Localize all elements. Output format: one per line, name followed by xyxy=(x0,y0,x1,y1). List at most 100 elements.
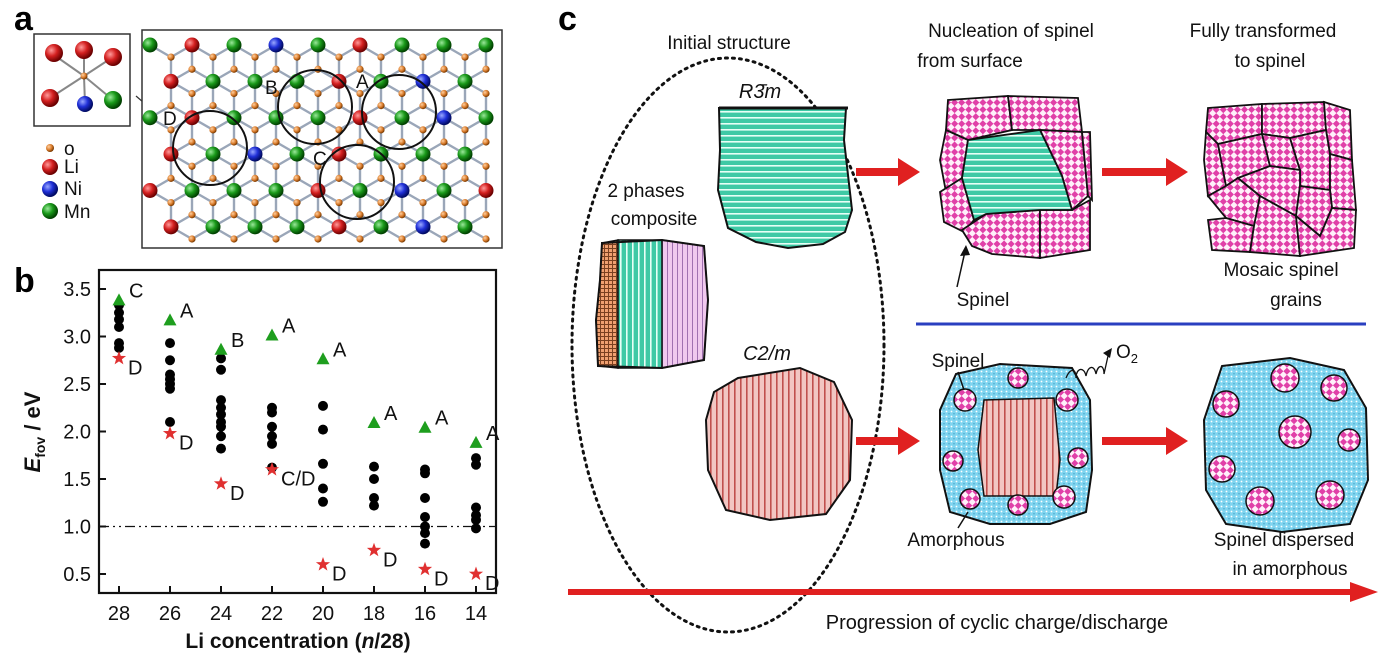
lattice-atom xyxy=(205,146,221,162)
lattice-oxygen xyxy=(167,174,175,182)
lattice-atom xyxy=(163,73,179,89)
x-tick-label: 20 xyxy=(312,603,334,625)
data-point-dot xyxy=(471,514,481,525)
lattice-atom xyxy=(289,146,305,162)
data-point-star xyxy=(111,350,127,365)
legend-mn-label: Mn xyxy=(64,202,90,223)
lattice-oxygen xyxy=(251,199,259,207)
lattice-atom xyxy=(226,182,242,198)
initial-structure-ellipse xyxy=(570,56,886,634)
data-point-dot xyxy=(114,342,124,353)
triangle-site-label: A xyxy=(486,423,500,445)
triangle-site-label: A xyxy=(282,316,296,338)
plot-frame xyxy=(97,268,498,595)
composite-label-2: composite xyxy=(611,209,698,230)
lattice-atom xyxy=(436,37,452,53)
legend-o-label: o xyxy=(64,139,75,160)
data-point-star xyxy=(468,566,484,581)
lattice-atom xyxy=(352,110,368,126)
lattice-oxygen xyxy=(335,102,343,110)
lattice-oxygen xyxy=(356,65,364,73)
data-point-triangle xyxy=(265,328,279,341)
lattice-oxygen xyxy=(440,65,448,73)
lattice-atom xyxy=(205,73,221,89)
site-circle-b xyxy=(277,69,353,145)
lattice-atom xyxy=(415,146,431,162)
arrow-nucleation xyxy=(856,158,920,186)
star-site-label: D xyxy=(332,564,346,586)
lattice-oxygen xyxy=(482,89,490,98)
lattice-oxygen xyxy=(293,126,301,134)
y-tick-label: 2.0 xyxy=(63,422,91,444)
lattice-oxygen xyxy=(398,211,406,219)
spinel-particles-dispersed xyxy=(1208,363,1361,516)
lattice-atom xyxy=(247,73,263,89)
arrow-full xyxy=(1102,158,1188,186)
spinel-particles-mid xyxy=(942,367,1089,516)
data-point-dot xyxy=(165,338,175,349)
nucleation-core xyxy=(961,129,1074,222)
data-point-dot xyxy=(420,512,430,522)
lattice-oxygen xyxy=(335,199,343,207)
lattice-oxygen xyxy=(209,126,217,134)
panel-a-label: a xyxy=(14,0,33,38)
lattice-oxygen xyxy=(188,65,196,73)
y-tick-label: 3.5 xyxy=(63,279,91,301)
progression-label: Progression of cyclic charge/discharge xyxy=(826,612,1168,634)
lattice-oxygen xyxy=(251,102,259,110)
lattice-oxygen xyxy=(356,211,364,219)
data-point-star xyxy=(315,557,331,571)
data-point-dot xyxy=(165,355,175,366)
site-label-c: C xyxy=(313,149,327,170)
panel-a: A B C D o Li Ni Mn xyxy=(33,29,503,249)
lattice-oxygen xyxy=(188,162,196,170)
composite-phase xyxy=(594,238,710,370)
star-site-label: D xyxy=(230,483,244,505)
legend-ni-label: Ni xyxy=(64,179,82,200)
lattice-oxygen xyxy=(377,53,385,61)
star-site-label: D xyxy=(485,573,499,595)
triangle-site-label: A xyxy=(180,300,194,322)
lattice-atom xyxy=(394,37,410,53)
lattice-oxygen xyxy=(209,102,217,110)
lattice-atom xyxy=(415,219,431,235)
triangle-site-label: A xyxy=(384,403,398,425)
lattice-oxygen xyxy=(482,65,490,73)
lattice-atom xyxy=(247,146,263,162)
lattice-oxygen xyxy=(272,65,280,73)
data-point-triangle xyxy=(163,313,177,326)
y-axis-label: Efov / eV xyxy=(20,391,48,472)
lattice-oxygen xyxy=(440,211,448,219)
c2m-label: C2/m xyxy=(743,343,791,365)
lattice-oxygen xyxy=(356,89,364,98)
data-point-triangle xyxy=(418,420,432,433)
lattice-oxygen xyxy=(377,199,385,207)
site-label-b: B xyxy=(265,78,278,99)
lattice-oxygen xyxy=(167,199,175,207)
lattice-atom xyxy=(205,219,221,235)
y-tick-label: 2.5 xyxy=(63,374,91,396)
lattice-atom xyxy=(373,219,389,235)
o2-label: O2 xyxy=(1116,342,1138,366)
data-point-star xyxy=(417,561,433,576)
lattice-oxygen xyxy=(398,65,406,73)
lattice-atom xyxy=(331,146,347,162)
data-point-dot xyxy=(471,523,481,534)
lattice-oxygen xyxy=(188,211,196,219)
legend-li-label: Li xyxy=(64,157,79,178)
triangle-site-label: A xyxy=(333,339,347,361)
site-circle-a xyxy=(361,74,437,150)
data-point-dot xyxy=(165,417,175,427)
lattice-oxygen xyxy=(167,53,175,61)
data-point-dot xyxy=(216,409,226,420)
lattice-oxygen xyxy=(272,89,280,98)
spinel-label-top: Spinel xyxy=(957,290,1010,311)
lattice-oxygen xyxy=(188,138,196,146)
data-point-dot xyxy=(267,407,277,418)
lattice-oxygen xyxy=(398,138,406,146)
data-point-star xyxy=(264,462,280,476)
lattice-atom xyxy=(478,110,494,126)
lattice-oxygen xyxy=(377,126,385,134)
lattice-atom xyxy=(352,37,368,53)
